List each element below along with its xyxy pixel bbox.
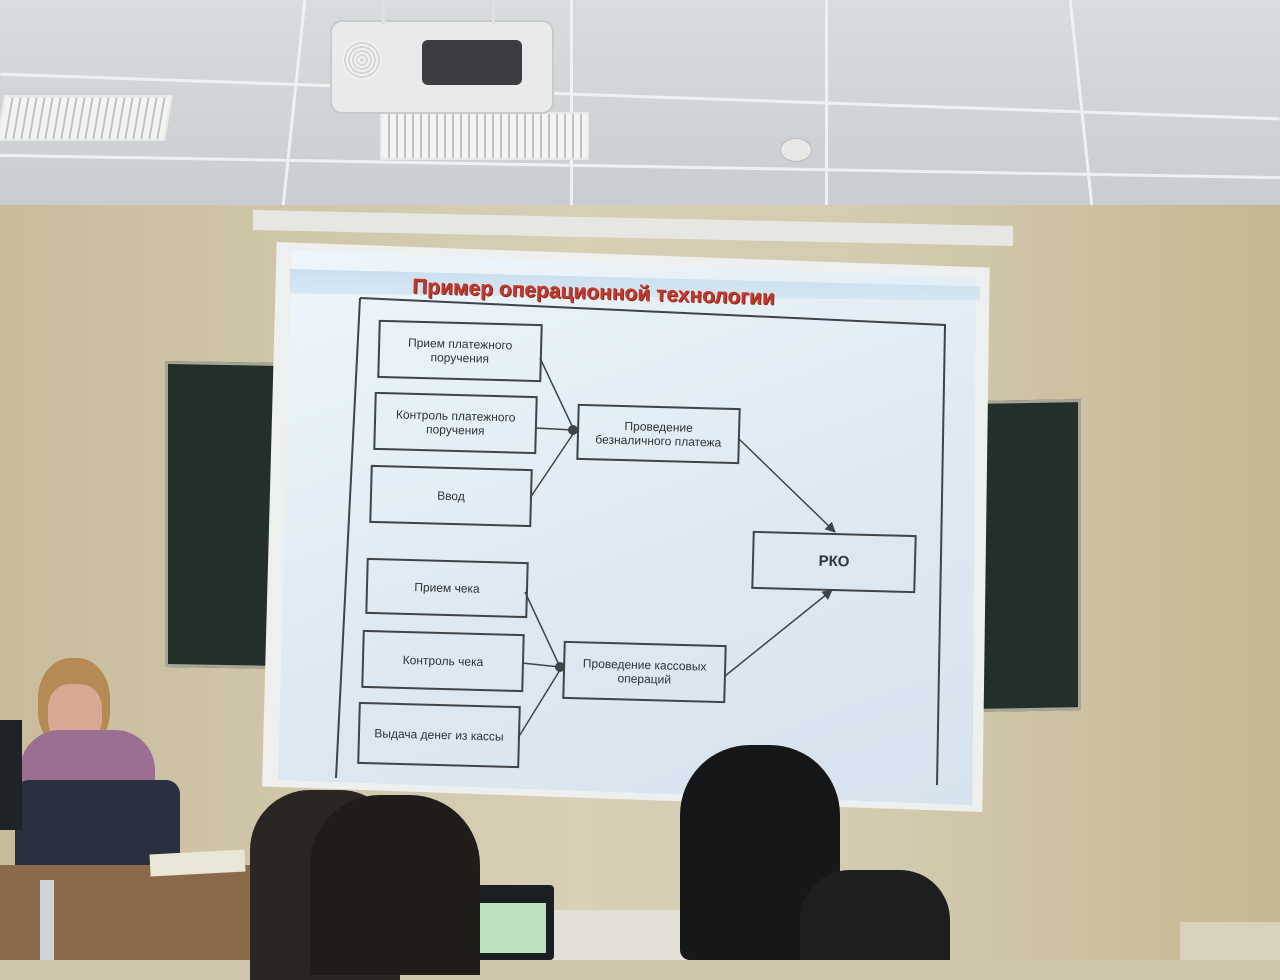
projector-speaker	[342, 40, 382, 80]
box-control-check: Контроль чека	[361, 629, 525, 693]
box-cashless-payment: Проведение безналичного платежа	[576, 403, 741, 465]
box-input: Ввод	[369, 464, 533, 528]
student-desk	[1180, 922, 1280, 960]
box-rko: РКО	[751, 530, 917, 594]
slide	[278, 250, 976, 805]
box-receive-payment-order: Прием платежного поручения	[377, 319, 543, 383]
ceiling	[0, 0, 1280, 215]
laptop-screen	[480, 903, 546, 953]
smoke-detector	[780, 138, 812, 162]
box-receive-check: Прием чека	[365, 557, 529, 619]
projector-mount	[492, 2, 495, 24]
desk-leg	[40, 880, 54, 960]
ceiling-grid-line	[825, 0, 828, 215]
box-cash-operations: Проведение кассовых операций	[562, 640, 727, 704]
student-desk	[550, 910, 690, 960]
projector-mount	[382, 2, 385, 24]
desk	[0, 865, 255, 960]
rko-label: РКО	[818, 552, 850, 571]
monitor	[0, 720, 22, 830]
box-cash-out: Выдача денег из кассы	[357, 701, 521, 769]
box-control-payment-order: Контроль платежного поручения	[373, 391, 538, 455]
ceiling-grid-line	[570, 0, 573, 215]
ceiling-light	[380, 112, 589, 160]
projector	[330, 2, 554, 114]
diagram-frame	[359, 297, 947, 786]
student-head	[310, 795, 480, 975]
student-shoulder	[800, 870, 950, 960]
laptop	[472, 885, 554, 960]
diagram-frame	[335, 297, 361, 779]
diagram-connectors	[335, 297, 947, 786]
projector-ports	[422, 40, 522, 85]
